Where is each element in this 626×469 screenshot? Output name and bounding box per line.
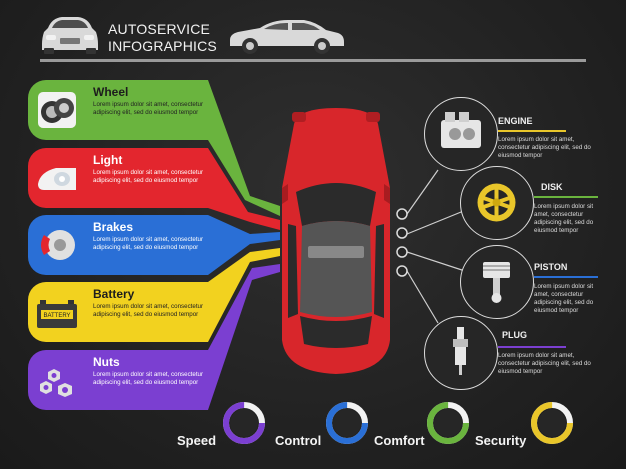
page-title: AUTOSERVICE INFOGRAPHICS	[108, 21, 217, 55]
gauge-label-comfort: Comfort	[374, 433, 425, 448]
disk-desc: Lorem ipsum dolor sit amet, consectetur …	[534, 203, 594, 234]
connector-dot	[396, 227, 408, 239]
battery-sticker-text: BATTERY	[43, 313, 70, 319]
connector-dot	[396, 246, 408, 258]
ribbon-battery	[208, 248, 280, 342]
piston-underline	[534, 276, 598, 278]
panel-wheel: Wheel Lorem ipsum dolor sit amet, consec…	[28, 80, 208, 140]
gauge-arc-control	[326, 402, 368, 444]
gauge-arc-comfort	[427, 402, 469, 444]
plug-circle	[424, 316, 498, 390]
gauge-label-speed: Speed	[177, 433, 217, 448]
panel-desc: Lorem ipsum dolor sit amet, consectetur …	[93, 101, 204, 116]
connector-dot	[396, 265, 408, 277]
header-divider	[40, 59, 586, 62]
engine-circle	[424, 97, 498, 171]
gauge-center	[538, 409, 566, 437]
gauge-arc-security	[531, 402, 573, 444]
plug-desc: Lorem ipsum dolor sit amet, consectetur …	[498, 352, 591, 375]
piston-desc: Lorem ipsum dolor sit amet, consectetur …	[534, 283, 594, 314]
car-side-icon	[230, 20, 344, 54]
title-line-1: AUTOSERVICE	[108, 21, 211, 37]
panel-label: Wheel	[93, 85, 129, 99]
gauge-center	[333, 409, 361, 437]
brake-disc-icon	[41, 230, 75, 260]
title-line-2: INFOGRAPHICS	[108, 38, 217, 54]
disk-circle	[460, 166, 534, 240]
piston-icon	[483, 262, 510, 303]
panel-desc: Lorem ipsum dolor sit amet, consectetur …	[93, 303, 204, 318]
wheel-icon	[38, 92, 76, 128]
battery-icon: BATTERY	[37, 300, 77, 328]
panel-brakes: Brakes Lorem ipsum dolor sit amet, conse…	[28, 215, 208, 275]
plug-underline	[498, 346, 566, 348]
engine-label: ENGINE	[498, 116, 533, 126]
panel-label: Brakes	[93, 220, 134, 234]
piston-circle	[460, 245, 534, 319]
panel-desc: Lorem ipsum dolor sit amet, consectetur …	[93, 371, 204, 386]
rim-icon	[477, 183, 516, 222]
panel-light: Light Lorem ipsum dolor sit amet, consec…	[28, 148, 208, 208]
panel-battery: BATTERY Battery Lorem ipsum dolor sit am…	[28, 282, 208, 342]
gauge-center	[434, 409, 462, 437]
disk-underline	[534, 196, 598, 198]
nuts-icon	[40, 369, 72, 397]
panel-nuts: Nuts Lorem ipsum dolor sit amet, consect…	[28, 350, 208, 410]
gauge-center	[230, 409, 258, 437]
panel-label: Battery	[93, 287, 135, 301]
ribbon-nuts	[208, 264, 280, 410]
piston-label: PISTON	[534, 262, 568, 272]
car-front-icon	[42, 17, 98, 54]
ribbon-brakes	[208, 215, 280, 275]
gauge-label-security: Security	[475, 433, 527, 448]
gauge-label-control: Control	[275, 433, 322, 448]
engine-icon	[441, 112, 481, 148]
panel-desc: Lorem ipsum dolor sit amet, consectetur …	[93, 169, 204, 184]
engine-desc: Lorem ipsum dolor sit amet, consectetur …	[498, 136, 591, 159]
connector-dot	[396, 208, 408, 220]
panel-label: Nuts	[93, 355, 120, 369]
panel-label: Light	[93, 153, 123, 167]
disk-label: DISK	[541, 182, 563, 192]
plug-label: PLUG	[502, 330, 528, 340]
headlight-icon	[38, 168, 76, 190]
car-top-view	[282, 108, 390, 374]
engine-underline	[498, 130, 566, 132]
ribbon-light	[208, 148, 280, 230]
spark-plug-icon	[453, 327, 468, 375]
ribbon-wheel	[208, 80, 280, 216]
gauge-arc-speed	[223, 402, 265, 444]
panel-desc: Lorem ipsum dolor sit amet, consectetur …	[93, 236, 204, 251]
